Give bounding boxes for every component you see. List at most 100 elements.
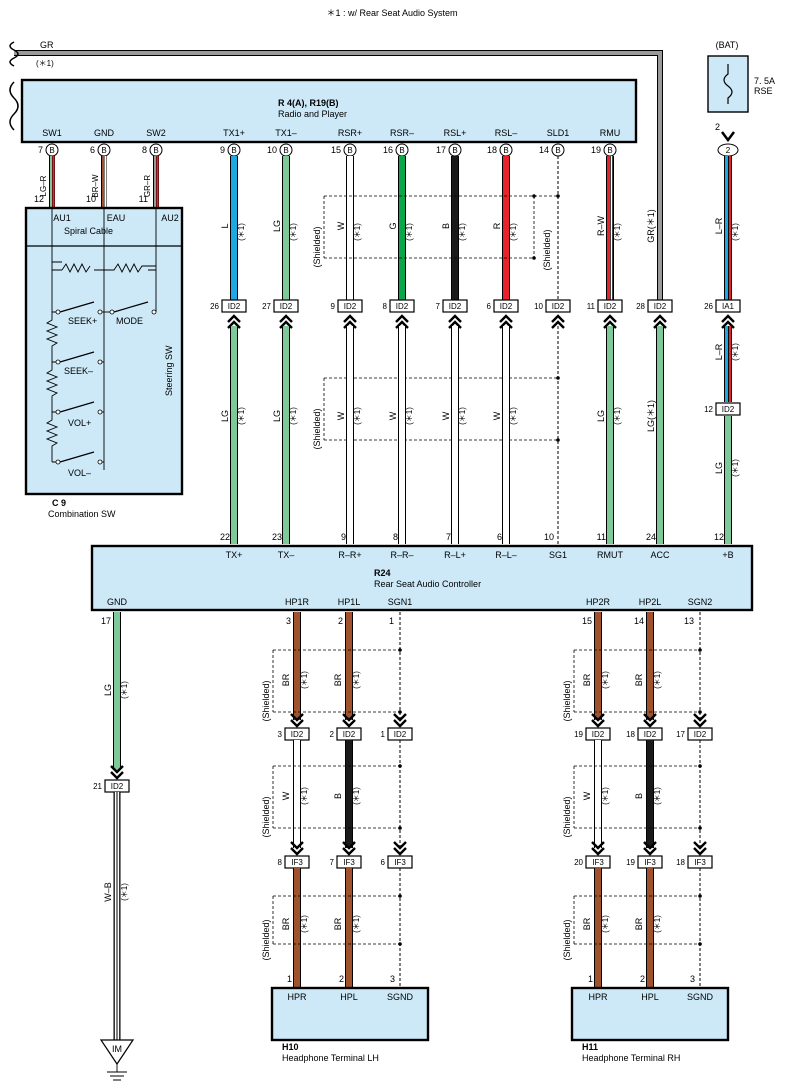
rsac-top-pin-num: 7 <box>446 532 451 542</box>
wire-mark: (＊1) <box>405 223 414 241</box>
rsac-bottom-pin-num: 14 <box>634 616 644 626</box>
connector-chevron-icon <box>290 713 304 728</box>
rsac-top-pin-num: 24 <box>646 532 656 542</box>
rsac-bottom-pin-num: 15 <box>582 616 592 626</box>
shielded-label: (Shielded) <box>312 226 322 267</box>
wire-code: BR <box>634 673 644 686</box>
steering-wire-3 <box>153 156 159 208</box>
shielded-label: (Shielded) <box>542 229 552 270</box>
connector-pin: 2 <box>330 730 335 739</box>
shielded-label: (Shielded) <box>562 796 572 837</box>
headphone-code: H10 <box>282 1042 299 1052</box>
connector-chevron-icon <box>591 713 605 728</box>
connector-chevron-icon <box>393 841 407 856</box>
combination-switch: C 9 Combination SW Steering SW Spiral Ca… <box>24 174 184 519</box>
rsac-top-pin-label: TX– <box>278 550 295 560</box>
connector-chevron-icon <box>721 131 735 143</box>
steering-side-label: Steering SW <box>164 345 174 396</box>
connector-chevron-icon <box>342 713 356 728</box>
hp-pin-num: 3 <box>390 974 395 984</box>
pin-label: RSL– <box>495 128 518 138</box>
steering-wire-1 <box>49 156 55 208</box>
connector-pin: 18 <box>676 858 685 867</box>
break-mark-icon <box>9 81 19 131</box>
connector-code: ID2 <box>644 730 657 739</box>
pin-conn: B <box>452 146 457 155</box>
hp-pin-label: HPR <box>588 992 608 1002</box>
hp-pin-num: 2 <box>640 974 645 984</box>
connector-chevron-icon <box>693 841 707 856</box>
rsac-bottom-pin-label: HP2R <box>586 597 611 607</box>
rsac-top-pin-label: R–L+ <box>444 550 466 560</box>
switch-label-seekplus: SEEK+ <box>68 316 97 326</box>
connector-code: IA1 <box>722 302 735 311</box>
connector-code: ID2 <box>722 405 735 414</box>
connector-code: IF3 <box>694 858 706 867</box>
connector-pin: 18 <box>626 730 635 739</box>
pin-conn: B <box>101 146 106 155</box>
wire-mark: (＊1) <box>300 671 309 689</box>
hp-pin-num: 1 <box>287 974 292 984</box>
fuse-name: RSE <box>754 86 773 96</box>
fuse-icon <box>723 64 733 104</box>
rsac-name: Rear Seat Audio Controller <box>374 579 481 589</box>
steer-pin-label: EAU <box>107 213 126 223</box>
rsac-bottom-pin-label: HP1R <box>285 597 310 607</box>
shielded-label: (Shielded) <box>562 919 572 960</box>
wire-code: W <box>441 411 451 420</box>
wire-code: R <box>492 222 502 229</box>
wire-code: BR <box>582 917 592 930</box>
wire-code: G <box>388 222 398 229</box>
wire-code: B <box>441 223 451 229</box>
pin-label: RSL+ <box>444 128 467 138</box>
pin-label: RMU <box>600 128 621 138</box>
footnote: ＊1 : w/ Rear Seat Audio System <box>326 8 457 18</box>
wire-code: W–B <box>103 882 113 902</box>
connector-code: ID2 <box>500 302 513 311</box>
pin-number: 6 <box>90 145 95 155</box>
hp-pin-label: SGND <box>687 992 714 1002</box>
wire-code: BR <box>333 673 343 686</box>
wire-mark: (＊1) <box>237 223 246 241</box>
rsac-bottom-pin-label: SGN1 <box>388 597 413 607</box>
rsac-bottom-pin-num: 3 <box>286 616 291 626</box>
hp-pin-num: 1 <box>588 974 593 984</box>
connector-pin: 11 <box>587 302 596 311</box>
shielded-label: (Shielded) <box>261 796 271 837</box>
wire-code: W <box>492 411 502 420</box>
shielded-label: (Shielded) <box>261 680 271 721</box>
wire-mark: (＊1) <box>509 223 518 241</box>
steer-pin-label: AU1 <box>53 213 71 223</box>
radio-box <box>20 78 638 144</box>
connector-code: ID2 <box>592 730 605 739</box>
wire-mark: (＊1) <box>289 223 298 241</box>
wire-mark: (＊1) <box>120 883 129 901</box>
connector-pin: 28 <box>636 302 645 311</box>
wire-mark: (＊1) <box>405 407 414 425</box>
switch-label-volminus: VOL– <box>68 468 91 478</box>
connector-chevron-icon <box>290 841 304 856</box>
radio-name: Radio and Player <box>278 109 347 119</box>
connector-pin: 6 <box>487 302 492 311</box>
wire-mark: (＊1) <box>653 915 662 933</box>
rsac-top-pin-num: 6 <box>497 532 502 542</box>
wire-code: L–R <box>714 343 724 360</box>
wire-mark: (＊1) <box>353 223 362 241</box>
connector-pin: 3 <box>278 730 283 739</box>
